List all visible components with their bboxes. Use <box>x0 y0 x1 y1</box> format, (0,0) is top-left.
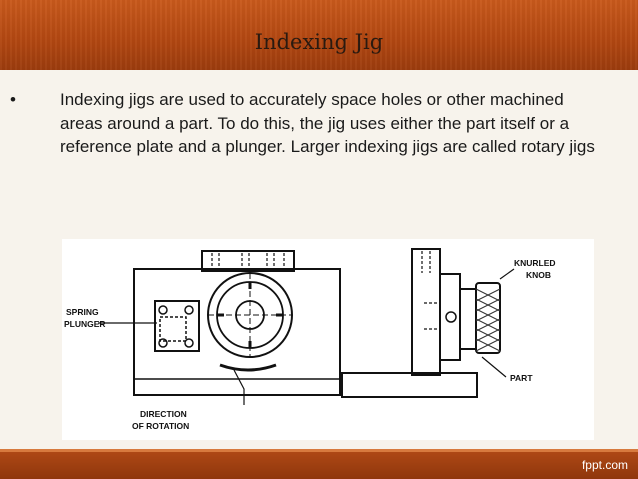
jig-drawing: SPRING PLUNGER DIRECTION OF ROTATION KNU… <box>64 248 556 431</box>
label-of-rotation: OF ROTATION <box>132 421 189 431</box>
bullet-text: Indexing jigs are used to accurately spa… <box>60 90 595 156</box>
part-plate <box>439 273 461 361</box>
title-bar: Indexing Jig <box>0 0 638 70</box>
slide-title: Indexing Jig <box>254 30 384 54</box>
jig-base-plate <box>133 268 341 396</box>
label-plunger: PLUNGER <box>64 319 106 329</box>
label-knob: KNOB <box>526 270 551 280</box>
side-upright <box>411 248 441 376</box>
label-spring: SPRING <box>66 307 99 317</box>
bullet-item: • Indexing jigs are used to accurately s… <box>10 88 604 159</box>
plunger-housing <box>154 300 200 352</box>
top-block <box>201 250 295 272</box>
bullet-marker: • <box>10 90 16 109</box>
label-knurled: KNURLED <box>514 258 556 268</box>
side-base <box>341 372 478 398</box>
label-part: PART <box>510 373 533 383</box>
indexing-jig-figure: SPRING PLUNGER DIRECTION OF ROTATION KNU… <box>62 239 594 440</box>
knurled-knob <box>475 282 501 354</box>
footer-bar <box>0 449 638 479</box>
label-direction: DIRECTION <box>140 409 187 419</box>
footer-brand: fppt.com <box>581 458 628 472</box>
